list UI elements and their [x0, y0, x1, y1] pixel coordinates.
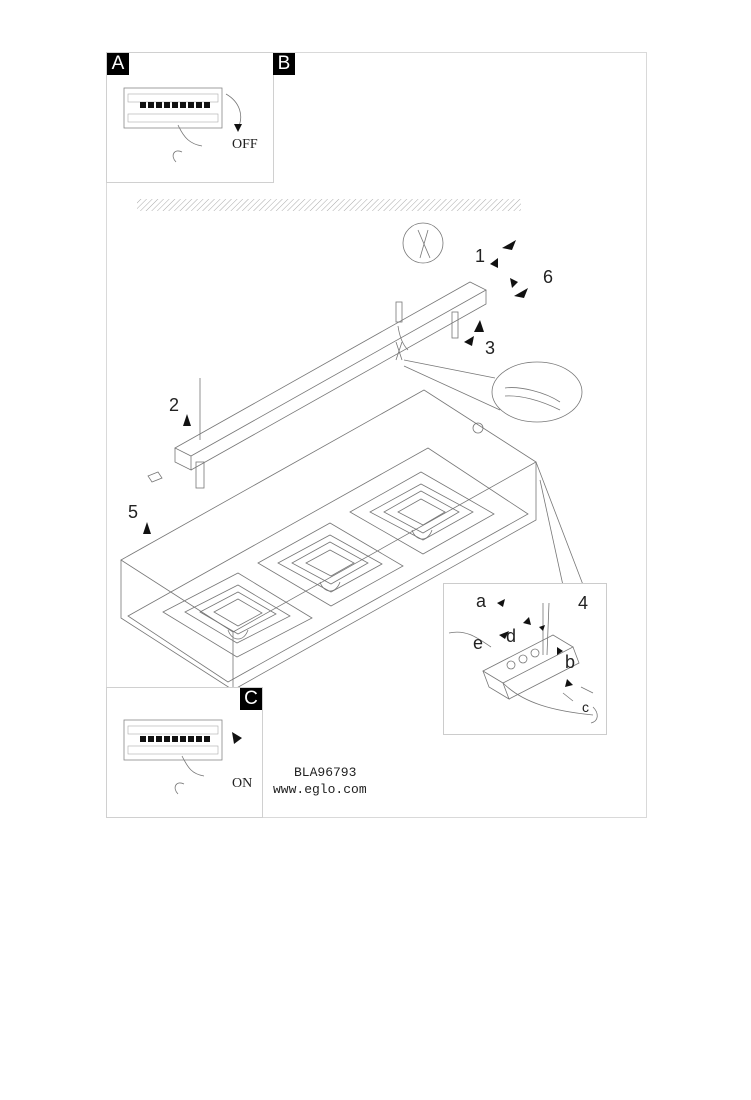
- connector-letter-a: a: [476, 591, 487, 611]
- switch-on-label: ON: [232, 776, 253, 791]
- instruction-sheet: [106, 52, 647, 818]
- website-link[interactable]: www.eglo.com: [273, 782, 367, 797]
- connector-letter-b: b: [565, 652, 576, 672]
- connector-letter-e: e: [473, 633, 484, 653]
- connector-letter-c: c: [582, 699, 589, 715]
- panel-b-letter: B: [273, 53, 295, 75]
- step-number-2: 2: [169, 395, 180, 415]
- detail-4-wiring-panel: [443, 583, 607, 735]
- panel-c-switch-on: [106, 687, 263, 818]
- panel-c-letter: C: [240, 688, 262, 710]
- panel-a-letter: A: [107, 53, 129, 75]
- terminal-block-illustration: [448, 599, 598, 724]
- step-number-1: 1: [475, 246, 486, 266]
- breaker-panel-off-illustration: [123, 87, 242, 163]
- step-number-6: 6: [543, 267, 554, 287]
- step-number-3: 3: [485, 338, 496, 358]
- panel-a-switch-off: [106, 52, 274, 183]
- product-code: BLA96793: [294, 765, 357, 780]
- connector-letter-d: d: [506, 626, 517, 646]
- step-number-4: 4: [578, 593, 589, 613]
- step-number-5: 5: [128, 502, 139, 522]
- switch-off-label: OFF: [232, 137, 258, 152]
- breaker-panel-on-illustration: [123, 719, 242, 795]
- ceiling-hatch: [137, 199, 521, 211]
